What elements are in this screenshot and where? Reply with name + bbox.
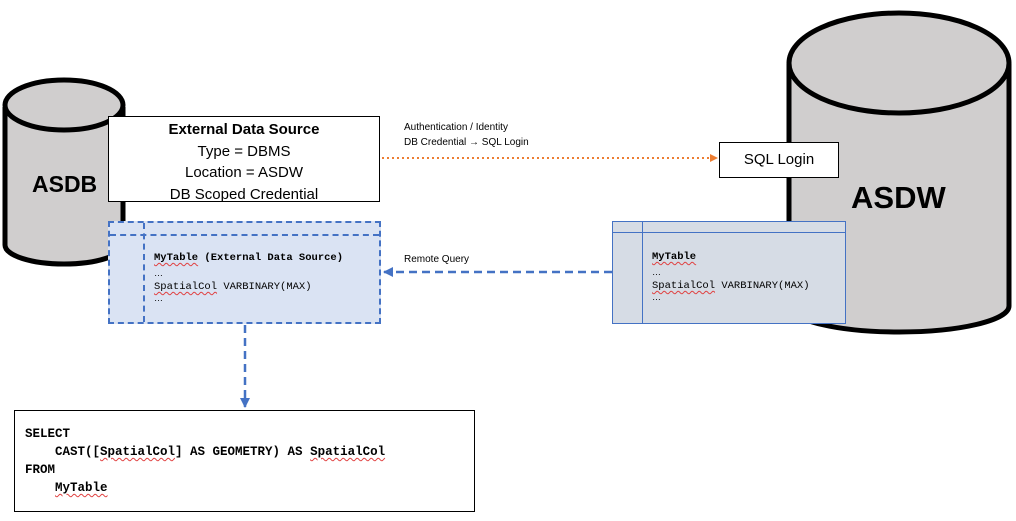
external-table-column-name: SpatialCol xyxy=(154,281,218,293)
external-table: MyTable (External Data Source) … Spatial… xyxy=(108,221,381,324)
asdw-table-column: SpatialCol VARBINARY(MAX) xyxy=(652,279,810,294)
asdw-table-header: MyTable xyxy=(652,250,810,265)
external-table-header: MyTable (External Data Source) xyxy=(154,251,343,266)
sql-login-box: SQL Login xyxy=(719,142,839,178)
eds-title: External Data Source xyxy=(168,121,320,138)
external-table-column-type: VARBINARY(MAX) xyxy=(217,281,312,293)
auth-credential-label: DB Credential → SQL Login xyxy=(404,137,529,148)
external-data-source-box: External Data Source Type = DBMS Locatio… xyxy=(108,116,380,203)
asdw-table-content: MyTable … SpatialCol VARBINARY(MAX) … xyxy=(652,250,810,304)
external-table-name: MyTable xyxy=(154,252,199,264)
asdw-table-name: MyTable xyxy=(652,251,697,263)
external-table-ellipsis-2: … xyxy=(154,292,163,303)
sql-indent xyxy=(25,481,55,495)
sql-cast-column: SpatialCol xyxy=(100,445,176,459)
asdw-table-ellipsis-1: … xyxy=(652,266,661,277)
eds-credential: DB Scoped Credential xyxy=(169,185,319,203)
sql-select: SELECT xyxy=(25,427,71,441)
external-table-ellipsis-1: … xyxy=(154,267,163,278)
sql-query: SELECT CAST([SpatialCol] AS GEOMETRY) AS… xyxy=(25,425,385,497)
asdw-table-ellipsis-2: … xyxy=(652,291,661,302)
asdw-table: MyTable … SpatialCol VARBINARY(MAX) … xyxy=(612,221,846,324)
asdw-label: ASDW xyxy=(851,180,946,215)
asdw-table-column-name: SpatialCol xyxy=(652,280,716,292)
asdb-label: ASDB xyxy=(32,171,98,197)
remote-query-label: Remote Query xyxy=(404,254,470,265)
sql-cast-open: CAST([ xyxy=(25,445,101,459)
sql-table-name: MyTable xyxy=(55,481,108,495)
auth-label: Authentication / Identity xyxy=(404,122,508,133)
sql-cast-line: CAST([SpatialCol] AS GEOMETRY) AS Spatia… xyxy=(25,443,385,461)
external-table-suffix: (External Data Source) xyxy=(198,252,344,264)
sql-cast-alias: SpatialCol xyxy=(310,445,386,459)
asdw-table-column-type: VARBINARY(MAX) xyxy=(715,280,810,292)
asdb-cylinder xyxy=(2,77,126,267)
sql-table-line: MyTable xyxy=(25,479,385,497)
eds-type: Type = DBMS xyxy=(197,142,291,160)
sql-query-box: SELECT CAST([SpatialCol] AS GEOMETRY) AS… xyxy=(14,410,475,512)
external-table-content: MyTable (External Data Source) … Spatial… xyxy=(154,251,343,305)
sql-cast-mid: ] AS GEOMETRY) AS xyxy=(175,445,311,459)
sql-from: FROM xyxy=(25,463,56,477)
external-table-column: SpatialCol VARBINARY(MAX) xyxy=(154,280,343,295)
eds-location: Location = ASDW xyxy=(185,164,303,181)
